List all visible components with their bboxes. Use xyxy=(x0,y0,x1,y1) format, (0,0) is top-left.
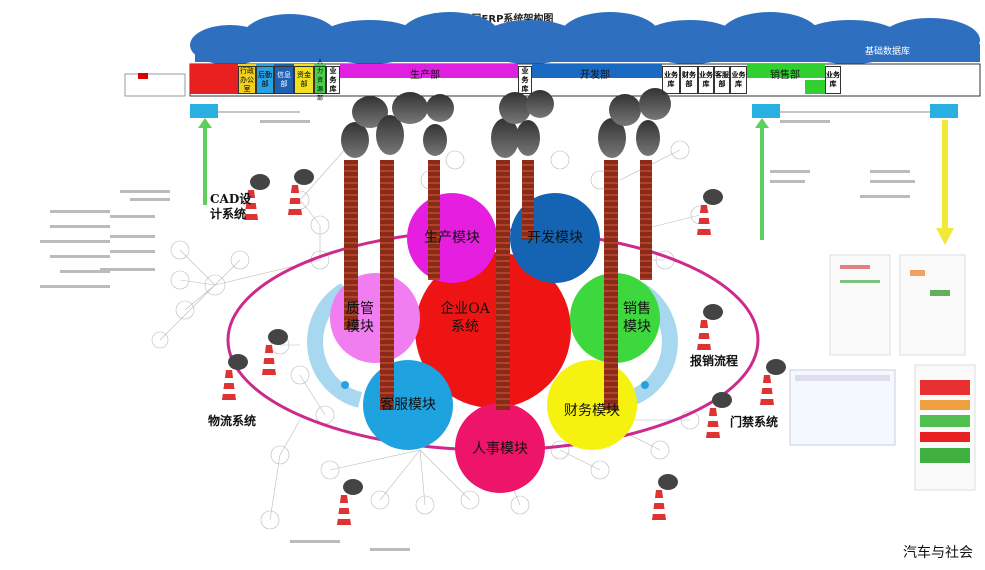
cloud-band xyxy=(190,12,980,65)
label-access-system: 门禁系统 xyxy=(730,415,779,429)
dept-db-6: 业务库 xyxy=(825,66,841,94)
quality-circle xyxy=(330,273,420,363)
hr-circle xyxy=(455,403,545,493)
arrow-up-left xyxy=(198,118,212,205)
label-logistics-system: 物流系统 xyxy=(208,414,257,428)
chimneys xyxy=(344,160,652,410)
module-quality-label: 质管模块 xyxy=(346,301,374,335)
dept-admin: 行政办公室 xyxy=(238,66,256,94)
module-oa-label: 企业OA系统 xyxy=(440,301,490,335)
small-text-blocks xyxy=(40,120,915,551)
watermark: 汽车与社会 xyxy=(903,545,973,561)
module-development-label: 开发模块 xyxy=(527,230,583,246)
label-cad-system: CAD设计系统 xyxy=(210,192,252,221)
dept-db-3: 业务库 xyxy=(662,66,680,94)
cloud-label: 基础数据库 xyxy=(865,47,911,57)
module-sales-label: 销售模块 xyxy=(623,301,651,335)
module-hr-label: 人事模块 xyxy=(472,441,528,457)
module-finance-label: 财务模块 xyxy=(564,403,620,419)
db-node-right-2 xyxy=(930,104,958,118)
arrow-down-right xyxy=(936,120,954,245)
right-thumbnails xyxy=(789,254,976,491)
db-node-left xyxy=(190,104,218,118)
dept-development: 开发部 xyxy=(580,70,610,81)
dept-service: 客服部 xyxy=(714,66,730,94)
dept-sales: 销售部 xyxy=(770,70,800,81)
smoke-clouds xyxy=(341,88,671,158)
label-reimbursement: 报销流程 xyxy=(690,354,739,368)
db-node-right-1 xyxy=(752,104,780,118)
dept-finance: 资金部 xyxy=(294,66,314,94)
dept-finance-2: 财务部 xyxy=(680,66,698,94)
dept-production: 生产部 xyxy=(410,70,440,81)
arrow-up-right xyxy=(755,118,769,240)
module-production-label: 生产模块 xyxy=(424,230,480,246)
blue-arc-left xyxy=(307,283,363,408)
page-title: 某集团公司ERP系统架构图 xyxy=(431,14,554,25)
oa-circle xyxy=(415,252,571,408)
small-chimneys xyxy=(222,169,786,525)
dept-hr: 人力资源部 xyxy=(314,59,326,102)
dept-db-1: 业务库 xyxy=(326,66,340,94)
dept-db-2: 业务库 xyxy=(518,66,532,94)
module-service-label: 客服模块 xyxy=(380,397,436,413)
dept-prod-mgmt: 后勤部 xyxy=(256,66,274,94)
dept-db-4: 业务库 xyxy=(698,66,714,94)
dept-db-5: 业务库 xyxy=(730,66,747,94)
left-panel xyxy=(124,73,186,97)
dept-purchase: 信息部 xyxy=(274,66,294,94)
